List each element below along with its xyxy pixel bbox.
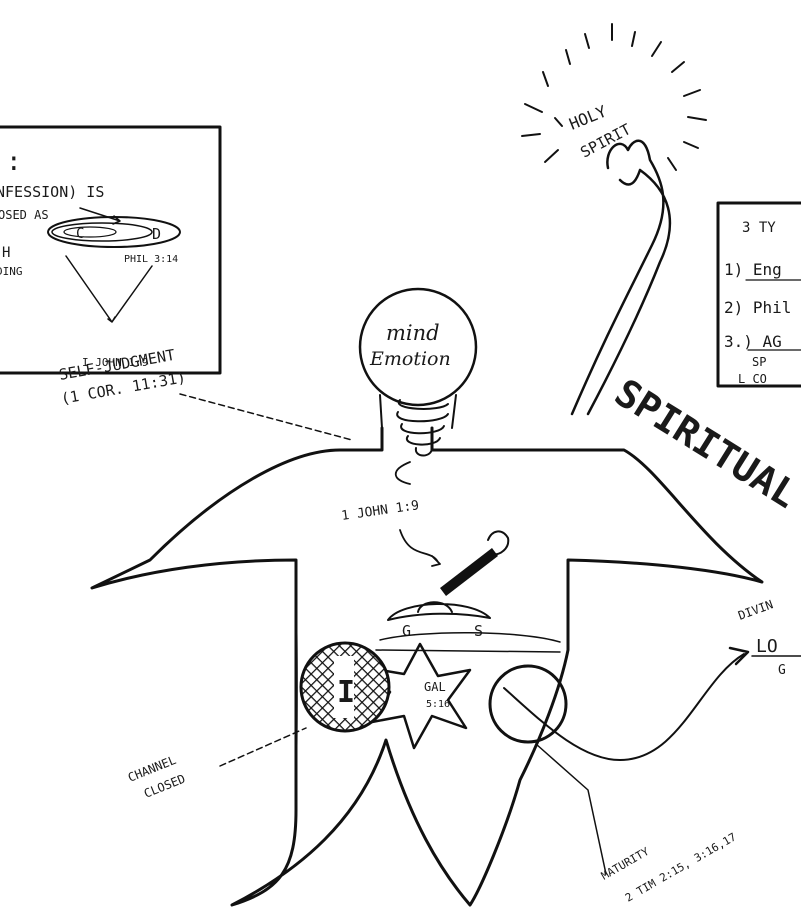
g-label: G (402, 622, 411, 640)
left-box-word: DING (0, 265, 23, 278)
left-box-line2: OSED AS (0, 208, 49, 222)
maturity-label: MATURITY (599, 845, 652, 883)
body-outline (92, 428, 762, 905)
i-letter-label: I (337, 675, 355, 710)
right-box-item1: 1) Eng (724, 260, 782, 279)
divine-label: DIVIN (736, 597, 775, 623)
loop-left-mark: C (76, 226, 84, 242)
holy-label: HOLY (566, 102, 609, 134)
loop-right-mark: D (152, 225, 161, 243)
left-explanation-box: : NFESSION) IS OSED AS C D H PHIL 3:14 D… (0, 127, 220, 373)
torch-icon (440, 531, 508, 596)
left-box-ref-left: H (2, 245, 10, 261)
left-box-heading: : (6, 147, 22, 177)
spiritual-label: SPIRITUAL (607, 370, 801, 516)
gal-ref-label: 5:16 (426, 699, 450, 710)
head-mind-emotion: mind Emotion (360, 289, 476, 456)
right-box-item2: 2) Phil (724, 298, 791, 317)
right-box-item3-sub2: L CO (738, 372, 767, 386)
right-box-heading: 3 TY (742, 220, 776, 236)
mind-label: mind (386, 321, 440, 345)
love-label: LO (756, 636, 778, 657)
left-box-line1: NFESSION) IS (0, 183, 104, 201)
holy-spirit-burst-icon (522, 24, 706, 170)
love-g-label: G (778, 663, 786, 678)
gal-label: GAL (424, 680, 446, 694)
spirit-stream-icon (572, 141, 670, 414)
left-box-ref-mid: PHIL 3:14 (124, 254, 178, 265)
maturity-ref-label: 2 TIM 2:15, 3:16,17 (623, 830, 738, 904)
right-box-item3-sub1: SP (752, 355, 766, 369)
right-box-item3: 3.) AG (724, 332, 782, 351)
s-label: S (474, 622, 483, 640)
emotion-label: Emotion (369, 348, 451, 370)
right-types-box: 3 TY 1) Eng 2) Phil 3.) AG SP L CO (718, 203, 801, 386)
john-ref-label: 1 JOHN 1:9 (340, 498, 420, 524)
